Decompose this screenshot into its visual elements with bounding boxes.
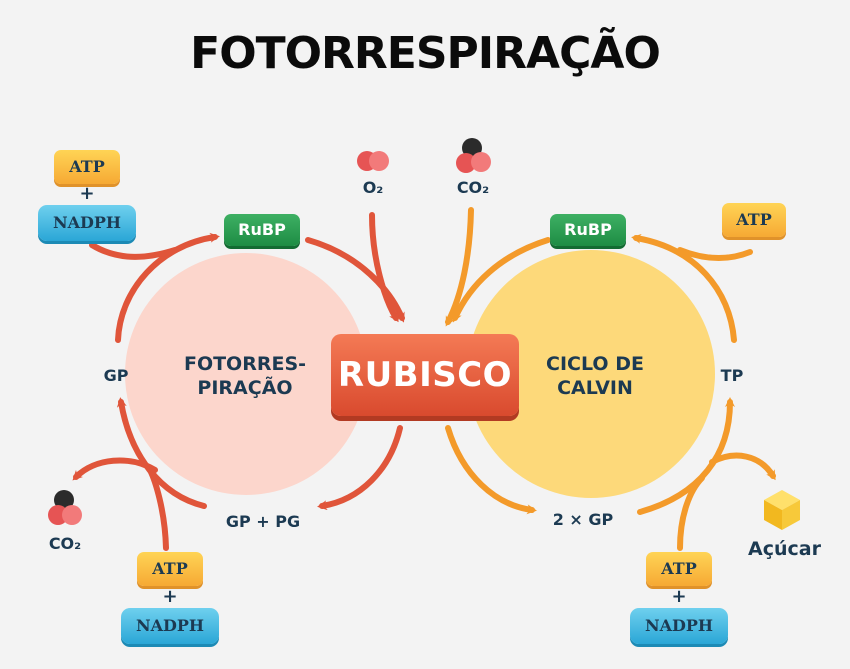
- rubp-left: RuBP: [224, 214, 300, 246]
- co2-molecule-icon: [456, 138, 491, 173]
- arrow-o2-to-rubisco: [369, 212, 399, 323]
- photorespiration-label-line2: PIRAÇÃO: [197, 377, 293, 399]
- atp-right-top: ATP: [722, 203, 786, 237]
- gp-label: GP: [103, 366, 129, 385]
- sugar-label: Açúcar: [748, 538, 821, 560]
- nadph-left-top: NADPH: [38, 205, 136, 241]
- arrow-co2-release: [72, 457, 158, 481]
- photorespiration-circle: [125, 253, 367, 495]
- o2-molecule-icon: [357, 151, 389, 171]
- rubisco-box: RUBISCO: [331, 334, 519, 416]
- nadph-left-bottom: NADPH: [121, 608, 219, 644]
- calvin-cycle-circle: [467, 250, 715, 498]
- photorespiration-label-line1: FOTORRES-: [183, 353, 307, 375]
- o2-label: O₂: [362, 178, 384, 197]
- nadph-right-bottom: NADPH: [630, 608, 728, 644]
- atp-left-top: ATP: [54, 150, 120, 184]
- calvin-cycle-label-line2: CALVIN: [557, 377, 633, 399]
- tp-label: TP: [720, 366, 744, 385]
- arrow-gp-to-rubp: [115, 232, 220, 343]
- arrow-rubp-right-to-rubisco: [452, 237, 551, 323]
- co2-released-label: CO₂: [48, 534, 82, 553]
- arrow-co2-to-rubisco: [445, 207, 474, 327]
- arrow-2gp-to-tp: [637, 397, 735, 515]
- plus-left-top: +: [79, 183, 95, 204]
- calvin-cycle-label-line1: CICLO DE: [546, 353, 644, 375]
- atp-left-bottom: ATP: [137, 552, 203, 586]
- arrow-tp-to-rubp: [631, 233, 737, 343]
- arrow-atp-nadph-right-in: [677, 475, 705, 551]
- arrow-rubisco-to-2gp: [445, 425, 537, 515]
- arrow-rubisco-to-gp-pg: [317, 425, 403, 511]
- plus-left-bottom: +: [162, 586, 178, 607]
- two-gp-label: 2 × GP: [552, 510, 614, 529]
- page-title: FOTORRESPIRAÇÃO: [190, 28, 661, 79]
- atp-right-bottom: ATP: [646, 552, 712, 586]
- arrow-atp-top-in: [677, 247, 753, 261]
- sugar-cube-icon: [764, 490, 800, 530]
- arrow-atp-nadph-into-cycle: [89, 242, 178, 260]
- rubp-right: RuBP: [550, 214, 626, 246]
- arrow-to-sugar: [709, 452, 776, 481]
- arrow-rubp-to-rubisco: [305, 237, 405, 323]
- photorespiration-label: FOTORRES- PIRAÇÃO: [170, 352, 320, 400]
- gp-pg-label: GP + PG: [225, 512, 301, 531]
- calvin-cycle-label: CICLO DE CALVIN: [520, 352, 670, 400]
- plus-right-bottom: +: [671, 586, 687, 607]
- co2-label: CO₂: [456, 178, 490, 197]
- arrow-atp-nadph-bottom-in: [147, 467, 169, 551]
- co2-released-molecule-icon: [48, 490, 82, 525]
